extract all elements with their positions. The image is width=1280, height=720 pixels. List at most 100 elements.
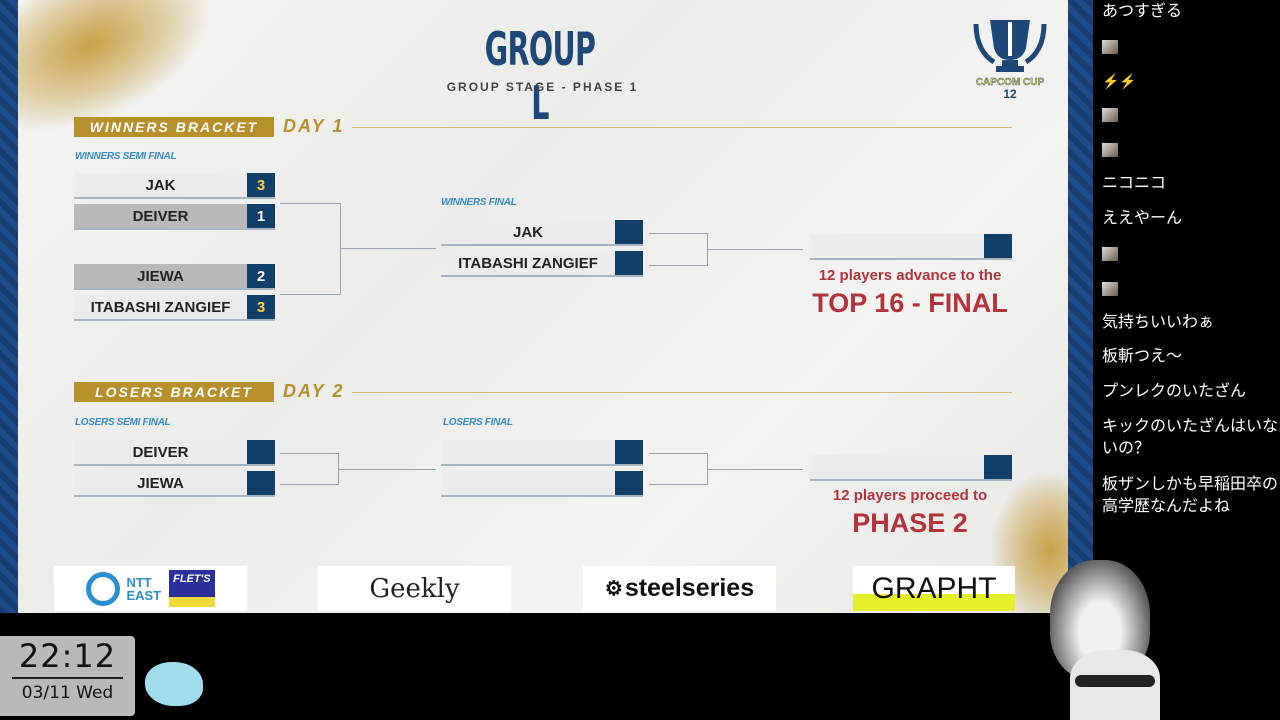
connector-line (649, 453, 707, 454)
match-slot: JAK (441, 220, 643, 246)
divider (352, 127, 1012, 128)
trophy-icon (973, 20, 1047, 72)
player-score (615, 220, 643, 244)
player-name (441, 440, 615, 464)
flets-logo: FLET'S (169, 570, 215, 607)
chat-message: ニコニコ (1102, 173, 1167, 192)
advance-text: 12 players proceed to (832, 487, 988, 504)
stamp-icon (1102, 282, 1118, 296)
player-name: DEIVER (74, 440, 247, 464)
player-score (247, 440, 275, 464)
clock-time: 22:12 (18, 637, 117, 675)
losers-bracket-header: LOSERS BRACKET (74, 382, 274, 402)
husky-avatar (1030, 550, 1170, 720)
player-score: 3 (247, 295, 275, 319)
player-score: 2 (247, 264, 275, 288)
sponsor-grapht: GRAPHT (853, 566, 1015, 611)
qualified-slot (810, 455, 1012, 481)
chat-message: キックのいたざんはいないの？ (1102, 416, 1279, 457)
player-score (615, 471, 643, 495)
player-name: JAK (441, 220, 615, 244)
player-score: 3 (247, 173, 275, 197)
stamp-icon: ⚡⚡ (1102, 73, 1137, 89)
player-name (810, 234, 984, 258)
stamp-icon (1102, 143, 1118, 157)
page-title: GROUP L (484, 22, 596, 130)
connector-line (707, 249, 803, 250)
advance-text: 12 players advance to the (818, 267, 1002, 284)
match-slot: JIEWA (74, 471, 275, 497)
connector-line (338, 469, 436, 470)
ntt-text: NTT (126, 574, 152, 590)
left-border (0, 0, 18, 613)
whale-mascot-icon (145, 662, 203, 706)
match-slot (441, 471, 643, 497)
day-2-label: DAY 2 (283, 381, 345, 401)
advance-destination: PHASE 2 (852, 508, 968, 538)
clock-widget: 22:12 03/11 Wed (0, 636, 135, 716)
chat-message: 気持ちいいわぁ (1102, 312, 1215, 331)
sponsor-geekly: Geekly (318, 566, 511, 611)
player-score (247, 471, 275, 495)
advance-destination: TOP 16 - FINAL (812, 288, 1008, 318)
winners-bracket-header: WINNERS BRACKET (74, 117, 274, 137)
capcom-cup-logo: CAPCOM CUP 12 (968, 14, 1052, 100)
player-score (615, 440, 643, 464)
chat-message: 板斬つえ～ (1102, 346, 1183, 365)
connector-line (280, 453, 338, 454)
page-subtitle: GROUP STAGE - PHASE 1 (446, 80, 639, 94)
connector-line (649, 265, 707, 266)
player-name (810, 455, 984, 479)
player-name: JIEWA (74, 471, 247, 495)
ntt-logo-icon (86, 571, 121, 606)
player-name: DEIVER (74, 204, 247, 228)
day-1-label: DAY 1 (283, 116, 345, 136)
right-border (1068, 0, 1093, 613)
player-name: JIEWA (74, 264, 247, 288)
chat-message: ええやーん (1102, 208, 1183, 227)
logo-number: 12 (1003, 87, 1017, 101)
player-name: ITABASHI ZANGIEF (441, 251, 615, 275)
losers-semi-final-label: LOSERS SEMI FINAL (75, 417, 171, 428)
chat-message: プンレクのいたざん (1102, 381, 1247, 400)
stamp-icon (1102, 108, 1118, 122)
sponsor-steelseries: ⚙steelseries (583, 566, 776, 611)
qualified-slot (810, 234, 1012, 260)
gold-splash-decoration (0, 0, 240, 168)
match-slot: DEIVER (74, 440, 275, 466)
connector-line (280, 203, 340, 204)
connector-line (340, 203, 341, 295)
player-score (984, 455, 1012, 479)
chat-message: あつすぎる (1102, 1, 1183, 20)
connector-line (340, 248, 436, 249)
steelseries-logo-icon: ⚙ (604, 578, 623, 600)
player-score (615, 251, 643, 275)
connector-line (280, 484, 338, 485)
player-name (441, 471, 615, 495)
player-score: 1 (247, 204, 275, 228)
stamp-icon (1102, 247, 1118, 261)
winners-semi-final-label: WINNERS SEMI FINAL (75, 151, 177, 162)
winners-final-label: WINNERS FINAL (441, 197, 517, 208)
player-score (984, 234, 1012, 258)
match-slot (441, 440, 643, 466)
stream-view: GROUP L GROUP STAGE - PHASE 1 CAPCOM CUP… (0, 0, 1093, 613)
connector-line (649, 484, 707, 485)
losers-final-label: LOSERS FINAL (443, 417, 513, 428)
player-name: ITABASHI ZANGIEF (74, 295, 247, 319)
connector-line (280, 294, 340, 295)
ntt-text: EAST (126, 587, 162, 603)
chat-message: 板ザンしかも早稲田卒の高学歴なんだよね (1102, 474, 1279, 515)
connector-line (707, 469, 803, 470)
match-slot: ITABASHI ZANGIEF (441, 251, 643, 277)
steelseries-text: steelseries (624, 574, 755, 602)
divider (352, 392, 1012, 393)
player-name: JAK (74, 173, 247, 197)
clock-date: 03/11 Wed (21, 683, 114, 703)
logo-text: CAPCOM CUP (975, 77, 1045, 88)
